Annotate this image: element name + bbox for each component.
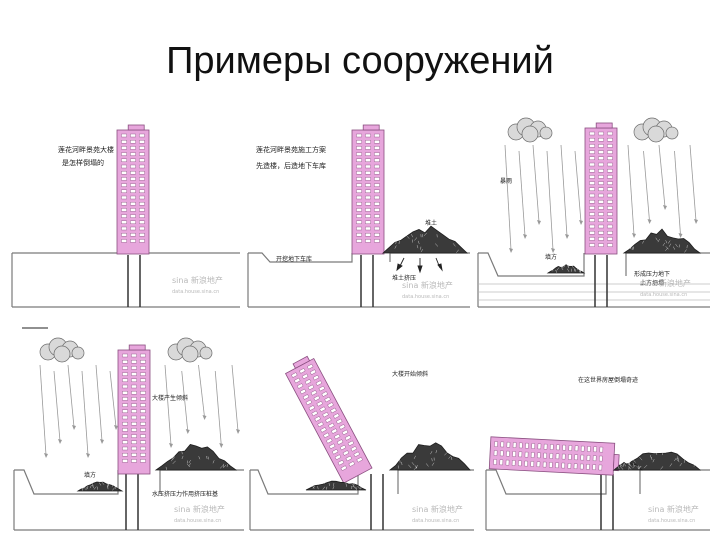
- cloud-icon: [40, 338, 84, 362]
- building: [283, 354, 372, 483]
- rain: [505, 145, 583, 253]
- watermark-url: data.house.sina.cn: [174, 518, 221, 524]
- panel-label: 暴雨: [500, 178, 512, 185]
- soil-heap: [306, 481, 366, 490]
- cloud-icon: [508, 118, 552, 142]
- panel-label: 大楼产生倾斜: [152, 394, 188, 402]
- building: [118, 345, 150, 474]
- panel-label: 填方: [545, 253, 557, 261]
- soil-heap: [156, 445, 236, 471]
- soil-heap: [383, 226, 467, 253]
- panel-label: 莲花河畔景苑施工方案: [256, 145, 326, 154]
- building: [117, 125, 149, 254]
- watermark: sina 新浪地产: [172, 275, 223, 285]
- panel-label: 是怎样倒塌的: [62, 158, 104, 167]
- rain: [40, 365, 118, 458]
- rain: [628, 145, 698, 238]
- panel-2: 莲花河畔景苑施工方案 先造楼，后造地下车库 开挖地下车库 堆土 堆土挤压 sin…: [248, 125, 470, 307]
- soil-heap: [390, 443, 470, 470]
- watermark: sina 新浪地产: [640, 278, 691, 288]
- watermark: sina 新浪地产: [174, 504, 225, 514]
- watermark-url: data.house.sina.cn: [172, 289, 219, 295]
- soil-heap: [548, 264, 584, 273]
- watermark: sina 新浪地产: [648, 504, 699, 514]
- watermark-url: data.house.sina.cn: [412, 518, 459, 524]
- panel-label: 形成压力地下: [634, 270, 670, 278]
- panel-label: 堆土: [425, 219, 437, 227]
- building: [489, 437, 619, 476]
- panel-label: 先造楼，后造地下车库: [256, 161, 326, 170]
- panel-label: 填方: [84, 471, 96, 479]
- watermark: sina 新浪地产: [402, 280, 453, 290]
- watermark-url: data.house.sina.cn: [648, 518, 695, 524]
- watermark: sina 新浪地产: [412, 504, 463, 514]
- soil-heap: [624, 229, 700, 253]
- panel-3: 暴雨 填方 形成压力地下 土方坍塌 sina 新浪地产 data.house.s…: [478, 118, 710, 307]
- panel-label: 莲花河畔景苑大楼: [58, 145, 114, 154]
- cloud-icon: [634, 118, 678, 142]
- panel-5: 大楼开始倾斜 sina 新浪地产 data.house.sina.cn: [250, 354, 474, 530]
- panel-label: 水压挤压力作用挤压桩基: [152, 490, 218, 498]
- panel-label: 在这世界房屋倒塌奇迹: [578, 376, 638, 384]
- panel-label: 开挖地下车库: [276, 255, 312, 263]
- building: [585, 123, 617, 254]
- watermark-url: data.house.sina.cn: [640, 292, 687, 298]
- cloud-icon: [168, 338, 212, 362]
- soil-heap: [78, 482, 122, 491]
- watermark-url: data.house.sina.cn: [402, 294, 449, 300]
- panel-1: 莲花河畔景苑大楼 是怎样倒塌的 sina 新浪地产 data.house.sin…: [12, 125, 240, 307]
- rain: [165, 365, 240, 448]
- panel-label: 大楼开始倾斜: [392, 370, 428, 378]
- panel-4: 大楼产生倾斜 填方 水压挤压力作用挤压桩基 sina 新浪地产 data.hou…: [14, 338, 244, 530]
- building: [352, 125, 384, 254]
- pressure-arrows: [397, 258, 442, 272]
- panel-6: 在这世界房屋倒塌奇迹 sina 新浪地产 data.house.sina.cn: [486, 376, 710, 530]
